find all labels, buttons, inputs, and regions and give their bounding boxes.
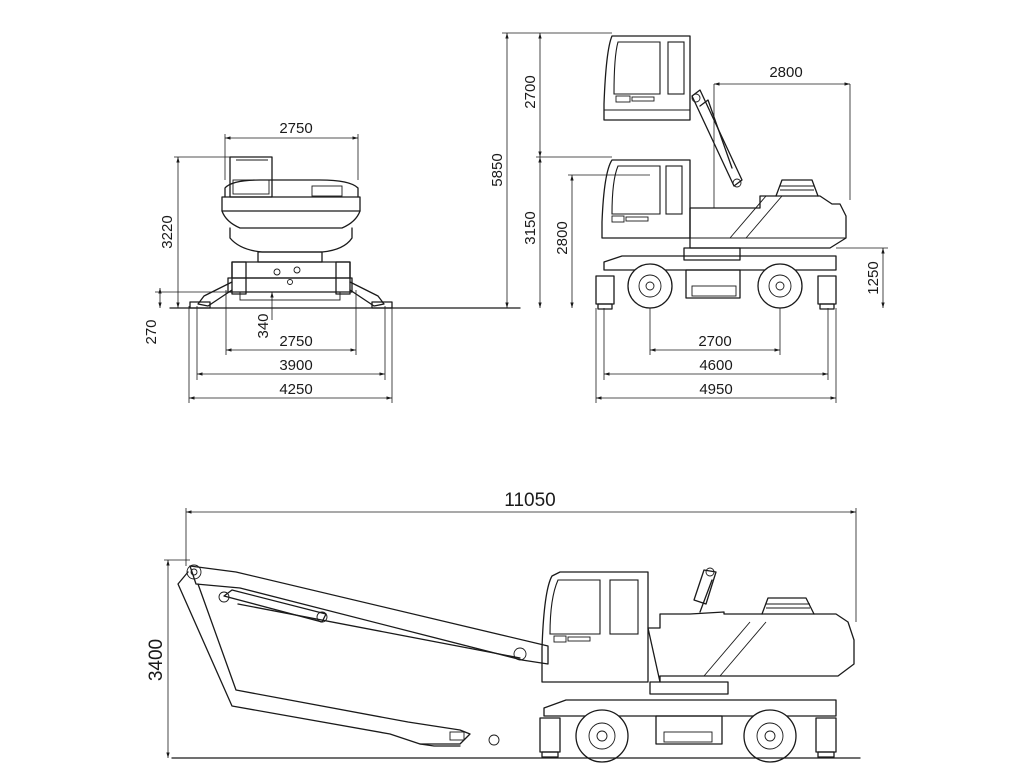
front-view-dimensions: 2750 3220 270 340 2750 3900 4250 bbox=[143, 120, 393, 403]
dim-side-total-height: 5850 bbox=[489, 153, 506, 186]
dim-front-ground-clearance: 270 bbox=[143, 319, 160, 344]
dim-side-raised-cab-lift: 2700 bbox=[522, 75, 539, 108]
dim-side-cab-height: 3150 bbox=[522, 211, 539, 244]
dim-side-tail-radius: 2800 bbox=[769, 64, 802, 81]
dim-front-overall-width: 4250 bbox=[279, 381, 312, 398]
dim-boom-height: 3400 bbox=[146, 639, 167, 681]
dim-side-wheelbase: 2700 bbox=[698, 333, 731, 350]
dim-front-track: 2750 bbox=[279, 333, 312, 350]
dim-front-height: 3220 bbox=[159, 215, 176, 248]
side-view bbox=[595, 35, 847, 310]
dim-front-top-width: 2750 bbox=[279, 120, 312, 137]
dim-front-outrigger-width: 3900 bbox=[279, 357, 312, 374]
boom-view bbox=[171, 564, 861, 763]
side-view-dimensions: 5850 2700 3150 2800 2800 1250 2700 4600 … bbox=[489, 32, 888, 403]
boom-view-dimensions: 11050 3400 bbox=[146, 490, 857, 758]
dim-boom-total-length: 11050 bbox=[504, 490, 555, 511]
dim-side-chassis-height: 1250 bbox=[865, 261, 882, 294]
dim-side-eye-height: 2800 bbox=[554, 221, 571, 254]
dim-side-overall-length: 4950 bbox=[699, 381, 732, 398]
front-view bbox=[169, 156, 521, 309]
dim-front-lower-clearance: 340 bbox=[255, 313, 272, 338]
dim-side-outrigger-span: 4600 bbox=[699, 357, 732, 374]
